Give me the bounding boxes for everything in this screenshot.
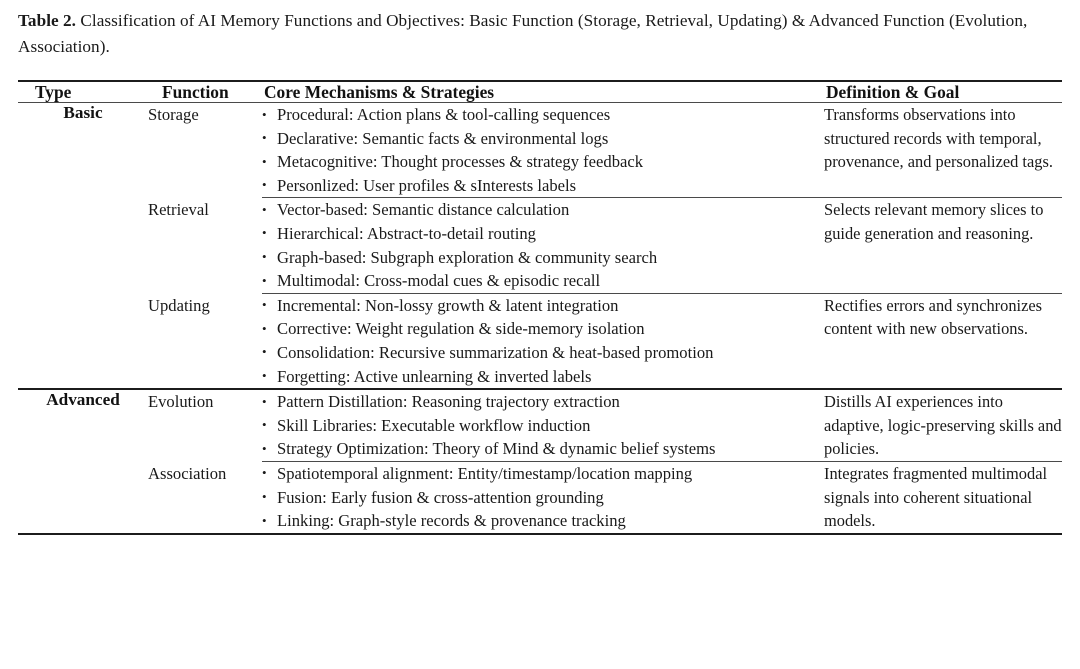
definition-text: Transforms observations into structured … — [824, 105, 1053, 172]
definition-cell: Transforms observations into structured … — [824, 103, 1062, 197]
definition-cell: Selects relevant memory slices to guide … — [824, 198, 1062, 292]
table-rule — [18, 532, 1062, 535]
rule-segment — [18, 388, 1062, 391]
table-row: Basic Storage Procedural: Action plans & t… — [18, 103, 1062, 197]
mechanisms-cell: Spatiotemporal alignment: Entity/timesta… — [262, 461, 824, 533]
mechanism-item: Forgetting: Active unlearning & inverted… — [262, 364, 824, 389]
rule-segment — [18, 532, 1062, 535]
mechanisms-cell: Vector-based: Semantic distance calculat… — [262, 198, 824, 292]
mechanism-item: Graph-based: Subgraph exploration & comm… — [262, 245, 824, 270]
table-container: Type Function Core Mechanisms & Strategies… — [18, 80, 1062, 535]
definition-text: Distills AI experiences into adaptive, l… — [824, 392, 1062, 459]
definition-text: Integrates fragmented multimodal signals… — [824, 463, 1048, 531]
mechanism-item: Linking: Graph-style records & provenanc… — [262, 509, 824, 533]
mechanism-item: Metacognitive: Thought processes & strat… — [262, 150, 824, 174]
mechanism-item: Vector-based: Semantic distance calculat… — [262, 198, 824, 222]
column-header-definition: Definition & Goal — [826, 82, 960, 102]
definition-text: Selects relevant memory slices to guide … — [824, 200, 1044, 243]
mechanism-item: Multimodal: Cross-modal cues & episodic … — [262, 269, 824, 293]
mechanism-list: Vector-based: Semantic distance calculat… — [262, 198, 824, 292]
table-row: Advanced Evolution Pattern Distillation: R… — [18, 390, 1062, 461]
mechanism-list: Incremental: Non-lossy growth & latent i… — [262, 293, 824, 389]
function-cell: Updating — [148, 295, 210, 315]
mechanism-item: Fusion: Early fusion & cross-attention g… — [262, 485, 824, 510]
mechanism-item: Hierarchical: Abstract-to-detail routing — [262, 221, 824, 246]
mechanisms-cell: Procedural: Action plans & tool-calling … — [262, 103, 824, 197]
mechanism-list: Procedural: Action plans & tool-calling … — [262, 103, 824, 197]
mechanism-item: Consolidation: Recursive summarization &… — [262, 340, 824, 365]
mechanism-item: Incremental: Non-lossy growth & latent i… — [262, 293, 824, 318]
definition-cell: Distills AI experiences into adaptive, l… — [824, 390, 1062, 461]
table-row: Retrieval Vector-based: Semantic distance… — [18, 198, 1062, 292]
table-row: Updating Incremental: Non-lossy growth & … — [18, 293, 1062, 389]
function-cell: Retrieval — [148, 200, 209, 220]
definition-text: Rectifies errors and synchronizes conten… — [824, 295, 1043, 339]
mechanism-list: Spatiotemporal alignment: Entity/timesta… — [262, 461, 824, 533]
mechanism-list: Pattern Distillation: Reasoning trajecto… — [262, 390, 824, 461]
caption-label: Table 2. — [18, 11, 77, 30]
table-row: Association Spatiotemporal alignment: Ent… — [18, 461, 1062, 533]
table-caption: Table 2. Classification of AI Memory Fun… — [18, 8, 1064, 60]
rule-segment — [18, 80, 1062, 82]
definition-cell: Integrates fragmented multimodal signals… — [824, 462, 1062, 533]
column-header-type: Type — [35, 82, 72, 102]
mechanism-item: Personlized: User profiles & sInterests … — [262, 173, 824, 198]
definition-cell: Rectifies errors and synchronizes conten… — [824, 294, 1062, 388]
function-cell: Evolution — [148, 392, 214, 412]
type-cell-advanced: Advanced — [46, 390, 120, 410]
function-cell: Storage — [148, 105, 199, 124]
mechanism-item: Declarative: Semantic facts & environmen… — [262, 126, 824, 151]
mechanism-item: Strategy Optimization: Theory of Mind & … — [262, 437, 824, 461]
table-rule — [18, 80, 1062, 82]
type-cell-basic: Basic — [63, 103, 103, 122]
classification-table: Type Function Core Mechanisms & Strategies… — [18, 80, 1062, 535]
mechanisms-cell: Incremental: Non-lossy growth & latent i… — [262, 293, 824, 389]
column-header-mechanisms: Core Mechanisms & Strategies — [264, 82, 495, 102]
mechanism-item: Skill Libraries: Executable workflow ind… — [262, 413, 824, 438]
function-cell: Association — [148, 463, 227, 483]
mechanism-item: Pattern Distillation: Reasoning trajecto… — [262, 390, 824, 414]
mechanism-item: Corrective: Weight regulation & side-mem… — [262, 317, 824, 341]
column-header-function: Function — [162, 82, 229, 102]
mechanism-item: Spatiotemporal alignment: Entity/timesta… — [262, 461, 824, 486]
mechanisms-cell: Pattern Distillation: Reasoning trajecto… — [262, 390, 824, 461]
table-header-row: Type Function Core Mechanisms & Strategies… — [18, 82, 1062, 102]
table-rule — [18, 388, 1062, 391]
mechanism-item: Procedural: Action plans & tool-calling … — [262, 103, 824, 127]
caption-text: Classification of AI Memory Functions an… — [18, 11, 1028, 56]
